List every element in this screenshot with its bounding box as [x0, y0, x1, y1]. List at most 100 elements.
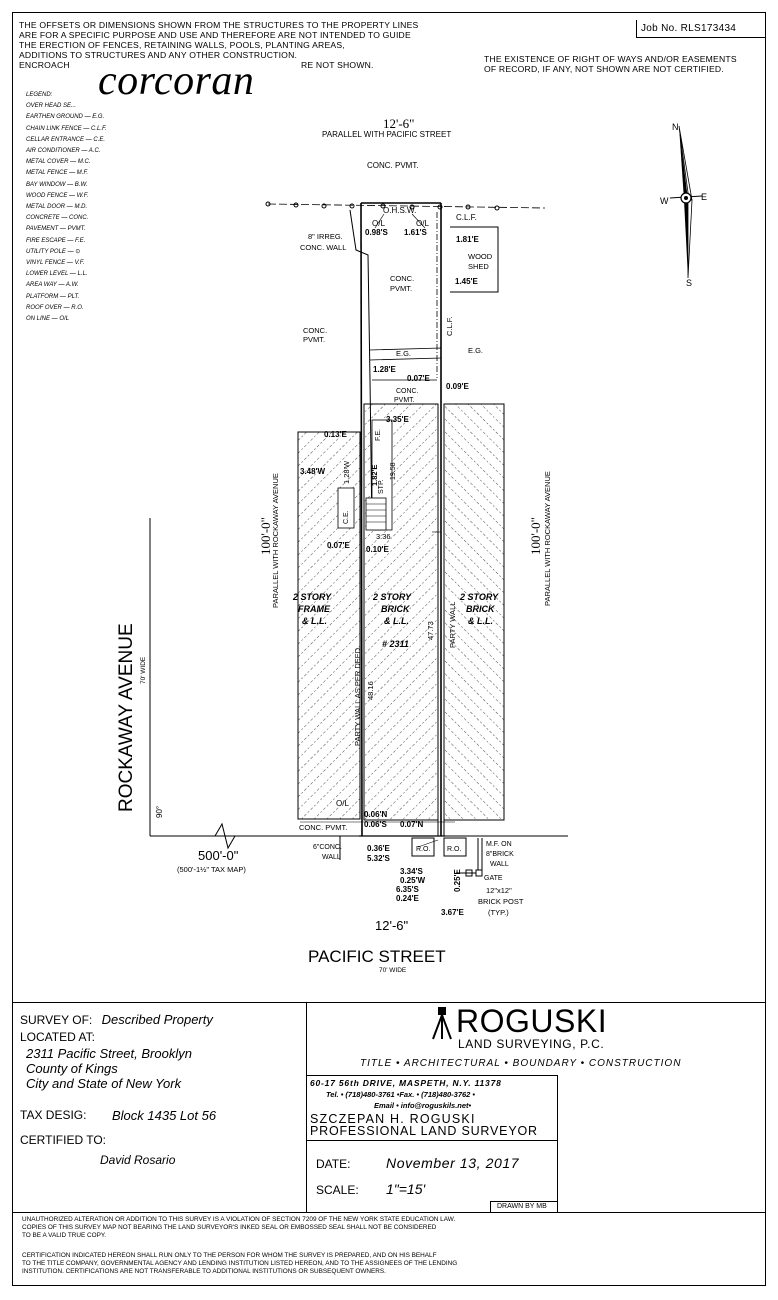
legend-item-name: VINYL FENCE — [26, 260, 66, 267]
legend-item-name: CONCRETE — [26, 215, 60, 222]
label: SHED — [468, 262, 489, 271]
legend-item: LOWER LEVEL — L.L. — [26, 269, 107, 280]
label: 2 STORY — [292, 592, 332, 602]
address-block: 2311 Pacific Street, Brooklyn County of … — [26, 1046, 192, 1091]
utility-pole-icon: ⊙ — [75, 248, 81, 255]
legend-dash: — — [68, 271, 78, 278]
compass-n: N — [672, 122, 679, 132]
legend-item-abbr: PLT. — [67, 293, 80, 300]
legend-item-name: EARTHEN GROUND — [26, 114, 83, 121]
tripod-logo-icon — [428, 1005, 456, 1041]
legend-item-abbr: F.E. — [75, 237, 86, 244]
right-parallel-label: PARALLEL WITH ROCKAWAY AVENUE — [543, 471, 552, 606]
angle-label: 90° — [155, 806, 164, 818]
compass-w: W — [660, 196, 669, 206]
label: 2 STORY — [372, 592, 412, 602]
legend-item-name: WOOD FENCE — [26, 192, 68, 199]
legend-item-abbr: W.F. — [76, 192, 89, 199]
legend-item: PAVEMENT — PVMT. — [26, 224, 107, 235]
label: CONC. WALL — [300, 243, 346, 252]
legend-item-name: PAVEMENT — [26, 226, 59, 233]
legend-item-abbr: R.O. — [71, 304, 84, 311]
dim: 0.07'N — [400, 820, 423, 829]
dim: 1.45'E — [455, 277, 478, 286]
disclaimer-line: INSTITUTION. CERTIFICATIONS ARE NOT TRAN… — [22, 1268, 386, 1275]
dim: 0.07'E — [407, 374, 430, 383]
disclaimer-line: UNAUTHORIZED ALTERATION OR ADDITION TO T… — [22, 1216, 456, 1223]
legend-item: VINYL FENCE — V.F. — [26, 258, 107, 269]
disclaimer-line: TO BE A VALID TRUE COPY. — [22, 1232, 107, 1239]
legend-dash: — — [65, 260, 75, 267]
dim: 0.06'N — [364, 810, 387, 819]
rule — [307, 1140, 557, 1141]
legend-item: ROOF OVER — R.O. — [26, 303, 107, 314]
legend-dash: — — [67, 192, 77, 199]
compass-e: E — [701, 192, 707, 202]
legend-item: OVER HEAD SE... — [26, 101, 107, 112]
label: WALL — [322, 854, 341, 861]
label: O/L — [416, 219, 429, 228]
street-width: 70' WIDE — [379, 967, 407, 974]
legend-item-abbr: CONC. — [69, 215, 89, 222]
label: BRICK — [381, 604, 411, 614]
legend-item: CHAIN LINK FENCE — C.L.F. — [26, 124, 107, 135]
legend-item-abbr: A.C. — [88, 148, 101, 155]
legend-dash: — — [79, 148, 89, 155]
dim: 48.16 — [366, 681, 375, 700]
dim: 0.06'S — [364, 820, 387, 829]
party-walls — [437, 404, 445, 836]
rights-of-way-notice: THE EXISTENCE OF RIGHT OF WAYS AND/OR EA… — [484, 54, 737, 74]
legend-item: METAL FENCE — M.F. — [26, 168, 107, 179]
drawn-by: DRAWN BY MB — [490, 1201, 557, 1212]
legend-item: WOOD FENCE — W.F. — [26, 191, 107, 202]
label: PVMT. — [394, 397, 415, 404]
dim: 0.25'E — [453, 869, 462, 892]
notice-line: OF RECORD, IF ANY, NOT SHOWN ARE NOT CER… — [484, 64, 724, 74]
dim: 0.09'E — [446, 382, 469, 391]
legend-items: OVER HEAD SE... EARTHEN GROUND — E.G. CHAI… — [26, 101, 107, 325]
legend-item-abbr: C.E. — [93, 136, 106, 143]
legend-item-abbr: B.W. — [74, 181, 88, 188]
legend-item-name: ROOF OVER — [26, 304, 62, 311]
street-width: 70' WIDE — [140, 656, 147, 684]
label: & L.L. — [384, 616, 409, 626]
legend-item-abbr: E.G. — [92, 114, 105, 121]
label: CONC. — [303, 326, 327, 335]
dim: 0.13'E — [324, 430, 347, 439]
title-block-top-rule — [12, 1002, 766, 1003]
top-dimension: 12'-6" — [383, 116, 414, 131]
legend-item-name: OVER HEAD SE... — [26, 103, 77, 110]
legend-dash: — — [81, 125, 92, 132]
legend-item-abbr: V.F. — [74, 260, 85, 267]
dim: 3.34'S — [400, 867, 423, 876]
legend-item: PLATFORM — PLT. — [26, 292, 107, 303]
disclaimer-line: TO THE TITLE COMPANY, GOVERNMENTAL AGENC… — [22, 1260, 458, 1267]
legend-dash: — — [50, 316, 60, 323]
legend-item-abbr: M.C. — [77, 159, 91, 166]
date-value: November 13, 2017 — [386, 1155, 520, 1171]
label: GATE — [484, 875, 503, 882]
notice-line: ENCROACH — [19, 60, 70, 70]
surveyor-title: PROFESSIONAL LAND SURVEYOR — [310, 1124, 538, 1138]
overhead-wire — [265, 201, 546, 211]
legend-item-abbr: O/L — [59, 316, 70, 323]
legend-item-abbr: C.L.F. — [91, 125, 107, 132]
scale-label: SCALE: — [316, 1183, 359, 1197]
dim: 6.35'S — [396, 885, 419, 894]
legend-item: CELLAR ENTRANCE — C.E. — [26, 135, 107, 146]
dim: 0.98'S — [365, 228, 388, 237]
label: E.G. — [396, 349, 411, 358]
dim: 1.82'E — [370, 465, 379, 486]
label: C.L.F. — [456, 213, 477, 222]
dim: 3.48'W — [300, 467, 325, 476]
label: PARTY WALL AS PER DEED — [353, 647, 362, 746]
legend-dash: — — [58, 226, 68, 233]
address-line: City and State of New York — [26, 1076, 182, 1091]
rule — [557, 1075, 558, 1212]
label: FRAME — [298, 604, 331, 614]
company-phone: Tel. • (718)480-3761 •Fax. • (718)480-37… — [326, 1090, 476, 1099]
tax-desig-value: Block 1435 Lot 56 — [112, 1108, 217, 1123]
label: 6"CONC. — [313, 844, 342, 851]
building-right — [443, 403, 505, 821]
